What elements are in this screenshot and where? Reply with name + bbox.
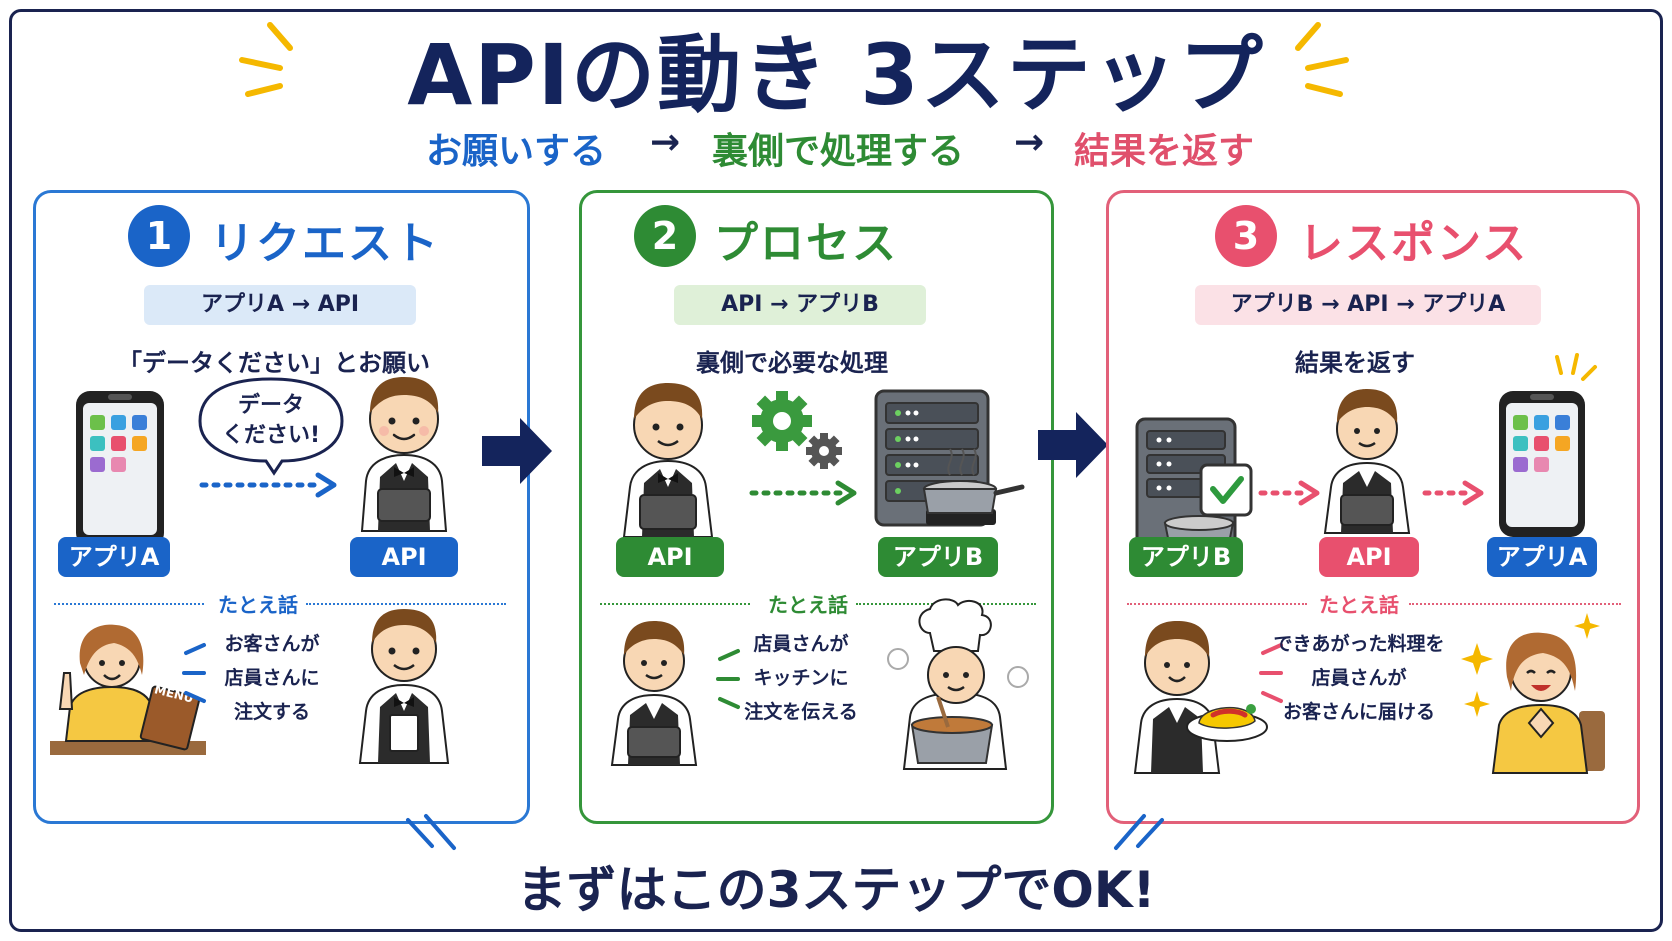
tag-api: API xyxy=(350,537,458,577)
tag-api: API xyxy=(616,537,724,577)
tag-app-b: アプリB xyxy=(878,537,998,577)
step-number-badge: 2 xyxy=(634,205,696,267)
example-line-2: 店員さんが xyxy=(1311,667,1407,689)
smartphone-app-icon xyxy=(76,391,164,547)
example-label: たとえ話 xyxy=(1319,593,1399,617)
subtitle-response: 結果を返す xyxy=(1074,131,1255,172)
example-line-2: キッチンに xyxy=(753,667,849,689)
tag-app-b: アプリB xyxy=(1129,537,1243,577)
divider-right xyxy=(1409,603,1621,605)
divider-left xyxy=(600,603,750,605)
speech-bubble-text: データ ください! xyxy=(196,391,346,451)
voice-lines-icon xyxy=(716,649,740,709)
step-description: 裏側で必要な処理 xyxy=(696,349,888,377)
chef-cooking-icon xyxy=(887,598,1029,770)
speech-line-1: データ xyxy=(237,393,304,418)
voice-lines-icon xyxy=(1259,643,1283,703)
sparkle-rays-right-icon xyxy=(1295,22,1349,97)
example-text: お客さんが 店員さんに 注文する xyxy=(212,627,332,729)
step-number-badge: 1 xyxy=(128,205,190,267)
tag-app-a: アプリA xyxy=(58,537,170,577)
waiter-small-icon xyxy=(610,621,698,766)
dotted-arrow-icon xyxy=(199,472,337,498)
waiter-api-character-icon xyxy=(360,377,448,532)
step-panel-request: 1 リクエスト アプリA → API 「データください」とお願い データ くださ… xyxy=(33,190,530,824)
speech-line-2: ください! xyxy=(221,423,321,448)
subtitle-arrow-2: → xyxy=(1014,122,1045,163)
server-with-check-icon xyxy=(1135,417,1253,549)
page-title: APIの動き 3ステップ xyxy=(407,26,1265,124)
speech-bubble-icon xyxy=(198,377,344,476)
example-label: たとえ話 xyxy=(218,593,298,617)
footer-message: まずはこの3ステップでOK! xyxy=(516,861,1156,919)
tag-app-a: アプリA xyxy=(1487,537,1597,577)
example-line-3: お客さんに届ける xyxy=(1282,701,1435,723)
rays-left-icon xyxy=(406,814,456,850)
step-flow: アプリA → API xyxy=(144,285,416,325)
example-line-3: 注文する xyxy=(233,701,310,723)
step-title: レスポンス xyxy=(1299,218,1529,269)
example-text: 店員さんが キッチンに 注文を伝える xyxy=(734,627,868,729)
example-line-2: 店員さんに xyxy=(224,667,320,689)
step-title: リクエスト xyxy=(210,218,440,269)
step-panel-response: 3 レスポンス アプリB → API → アプリA 結果を返す xyxy=(1106,190,1640,824)
example-line-1: お客さんが xyxy=(224,633,320,655)
step-panel-process: 2 プロセス API → アプリB 裏側で必要な処理 xyxy=(579,190,1054,824)
sparkle-rays-left-icon xyxy=(239,22,293,97)
step-arrow-2-icon xyxy=(1038,412,1108,478)
divider-right xyxy=(306,603,506,605)
dotted-arrow-1-icon xyxy=(1258,480,1320,506)
divider-left xyxy=(54,603,204,605)
subtitle-request: お願いする xyxy=(426,131,607,172)
subtitle-process: 裏側で処理する xyxy=(712,131,965,172)
example-line-3: 注文を伝える xyxy=(744,701,858,723)
example-line-1: できあがった料理を xyxy=(1273,633,1445,655)
step-title: プロセス xyxy=(714,218,898,269)
server-with-pot-icon xyxy=(874,389,1025,527)
rays-right-icon xyxy=(1114,814,1164,850)
sparkle-icon xyxy=(1555,353,1597,381)
waiter-api-character-icon xyxy=(622,383,714,538)
example-text: できあがった料理を 店員さんが お客さんに届ける xyxy=(1265,627,1453,729)
step-description: 結果を返す xyxy=(1295,349,1415,377)
sparkles-icon xyxy=(1461,613,1600,717)
happy-customer-woman-icon xyxy=(1491,632,1605,774)
step-arrow-1-icon xyxy=(482,418,552,484)
example-line-1: 店員さんが xyxy=(753,633,849,655)
step-flow: アプリB → API → アプリA xyxy=(1195,285,1541,325)
waiter-serving-omurice-icon xyxy=(1133,621,1268,774)
smartphone-app-icon xyxy=(1499,391,1585,537)
waiter-taking-order-icon xyxy=(358,609,450,764)
customer-woman-with-menu-icon xyxy=(50,624,206,755)
tag-api: API xyxy=(1319,537,1419,577)
voice-lines-icon xyxy=(182,643,206,703)
step-description: 「データください」とお願い xyxy=(118,349,430,377)
gears-icon xyxy=(752,391,842,469)
step-flow: API → アプリB xyxy=(674,285,926,325)
subtitle-arrow-1: → xyxy=(650,122,681,163)
dotted-arrow-icon xyxy=(749,480,857,506)
example-label: たとえ話 xyxy=(768,593,848,617)
step-number-badge: 3 xyxy=(1215,205,1277,267)
dotted-arrow-2-icon xyxy=(1422,480,1484,506)
divider-left xyxy=(1127,603,1307,605)
waiter-api-character-icon xyxy=(1323,389,1411,534)
